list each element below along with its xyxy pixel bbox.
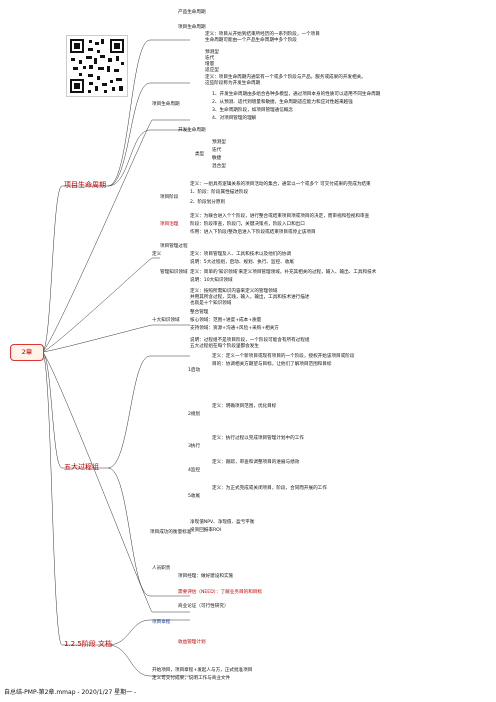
text-ten-def-2: 并用其所含过程，实践，输入，输出，工具和技术进行描述: [190, 295, 310, 300]
text-groups-note-1: 说明：过程组不是项目阶段，一个阶段可能含有所有过程组: [190, 338, 310, 343]
node-needs-assessment[interactable]: 需要评估（NEED）：了解业务目的和目标: [178, 590, 262, 595]
node-incremental[interactable]: 增量: [205, 62, 215, 67]
text-deliverables: 定义可交付成果，说明工作与商业文件: [152, 676, 231, 681]
text-start-project: 开始项目，项目章程+发起人与方，正式批准项目: [152, 668, 253, 673]
node-executing[interactable]: 3执行: [188, 444, 201, 449]
text-phase-attr: 1、阶段：阶段属性描述阶段: [190, 190, 249, 195]
node-closing[interactable]: 5收尾: [188, 494, 201, 499]
text-dev-note-1: 1、开发生命周期由多组合各种多模型，通过项目本身的性质可以适用不同生命周期: [212, 92, 381, 97]
text-ten-def-1: 定义：按照所需知识内容来定义的管理领域: [190, 289, 278, 294]
text-initiate-goal: 目的：协调相关方期望与目标，让他们了解项目范围和目标: [212, 362, 332, 367]
text-process-note: 说明：5大过程组，启动、规划、执行、监控、收尾: [190, 260, 294, 265]
node-initiate[interactable]: 1启动: [188, 368, 201, 373]
branch-phase-docs[interactable]: 1.2.5阶段 文档: [64, 640, 113, 648]
text-ten-def-3: 也就是十个知识领域: [190, 301, 232, 306]
node-pm-process[interactable]: 项目管理过程: [160, 244, 188, 249]
text-groups-note-2: 五大过程组在每个阶段里都会发生: [190, 344, 259, 349]
node-lifecycle-label[interactable]: 项目生命周期: [152, 102, 180, 107]
node-roles[interactable]: 人员职责: [152, 566, 171, 571]
node-monitoring[interactable]: 4监控: [188, 468, 201, 473]
text-phase-split: 2、阶段划分原则: [190, 200, 226, 205]
text-governance-gate: 阶段：阶段审查，阶段门，关键决策点，阶段入口和出口: [190, 222, 305, 227]
branch-project-lifecycle[interactable]: 项目生命周期: [64, 181, 106, 189]
node-project-charter[interactable]: 项目章程: [152, 620, 171, 625]
text-dev-def-1: 定义：项目生命周期内通常有一个或多个阶段与产品，服务或成果的开发相关。: [205, 75, 366, 80]
text-roi: 投资回报率ROI: [190, 528, 222, 533]
node-type-hybrid[interactable]: 混合型: [212, 164, 226, 169]
text-closing-def: 定义：为正式完成或关闭项目，阶段，合同而开展的工作: [212, 486, 327, 491]
node-integration-mgmt[interactable]: 整合管理: [190, 310, 209, 315]
text-planning-def: 定义：明确项目范围，优化目标: [212, 404, 277, 409]
node-product-lifecycle[interactable]: 产品生命周期: [178, 10, 206, 15]
text-knowledge-note: 说明：10大知识领域: [190, 278, 233, 283]
node-type-label[interactable]: 类型: [195, 152, 205, 157]
text-governance-def: 定义：为联合进入个个阶段，进行整合或结束项目项或项目的决定，而审视和检视和审查: [190, 214, 370, 219]
text-executing-def: 定义：执行过程以完成项目管理计划中的工作: [212, 436, 304, 441]
branch-five-process-groups[interactable]: 五大过程组: [64, 463, 99, 471]
node-type-agile[interactable]: 敏捷: [212, 156, 222, 161]
text-dev-note-3: 3、生命周期阶段，如项目管理通信概念: [212, 108, 294, 113]
text-dev-note-2: 2、从预测、适代到增量和敏捷，生命周期适应能力和应对性越来越强: [212, 100, 353, 105]
node-success-criteria[interactable]: 项目成功的衡量标准: [150, 530, 192, 535]
node-knowledge-area[interactable]: 管理知识领域: [160, 270, 188, 275]
node-support-areas[interactable]: 支持领域：资源+沟通+风险+采购+相关方: [190, 326, 279, 331]
text-monitoring-def: 定义：跟踪，审查和调整项目的进展与绩效: [212, 460, 300, 465]
text-lifecycle-def-1: 定义：项目从开始到结束所经历的一系列阶段，一个项目: [205, 32, 320, 37]
node-project-phase[interactable]: 项目阶段: [160, 195, 179, 200]
text-process-def: 定义：项目管理及人、工具和技术以及他们的协调: [190, 252, 292, 257]
text-governance-effect: 作用：进入下阶段/整改后进入下阶段或结束项目或停止该项目: [190, 230, 316, 235]
node-adaptive[interactable]: 适应型: [205, 68, 219, 73]
text-phase-def: 定义：一组具有逻辑关系的项目活动的集合，通常以一个或多个 可交付成果的完成为结束: [190, 182, 371, 187]
node-project-governance[interactable]: 项目治理: [160, 222, 179, 227]
footer-text: 自总结-PMP-第2章.mmap - 2020/1/27 星期一 -: [4, 689, 137, 696]
text-knowledge-def: 定义：简单的'知识领域'来定义项目管理领域，补充其相关的过程，输入、输出、工具和…: [190, 270, 377, 275]
text-npv: 净现值NPV、净现值、盈亏平衡: [190, 520, 255, 525]
text-dev-note-4: 4、对项目管理的理解: [212, 116, 257, 121]
node-core-areas[interactable]: 核心领域：范围+进度+成本+质量: [190, 318, 262, 323]
node-predictive[interactable]: 预测型: [205, 50, 219, 55]
node-type-iterative[interactable]: 迭代: [212, 148, 222, 153]
node-business-case[interactable]: 商业论证（可行性研究）: [178, 604, 229, 609]
node-ten-areas[interactable]: 十大知识领域: [152, 318, 180, 323]
node-define[interactable]: 定义: [152, 252, 162, 257]
node-type-predictive[interactable]: 预测型: [212, 140, 226, 145]
node-dev-lifecycle[interactable]: 开发生命周期: [178, 128, 206, 133]
text-initiate-def: 定义：定义一个新项目或现有项目的一个阶段，授权开始该项目或阶段: [212, 354, 355, 359]
qr-code-image: [66, 35, 128, 97]
text-pm-role: 项目经理：做好建设和实施: [178, 574, 234, 579]
node-planning[interactable]: 2规划: [188, 412, 201, 417]
node-project-lifecycle[interactable]: 项目生命周期: [178, 25, 206, 30]
text-dev-def-2: 这些阶段称为开发生命周期: [205, 81, 261, 86]
node-benefits-plan[interactable]: 收益管理计划: [178, 640, 206, 645]
text-lifecycle-def-2: 生命周期可能由一个产品生命周期中多个阶段: [205, 38, 297, 43]
root-node[interactable]: 2章: [10, 344, 44, 361]
node-iterative[interactable]: 迭代: [205, 56, 215, 61]
